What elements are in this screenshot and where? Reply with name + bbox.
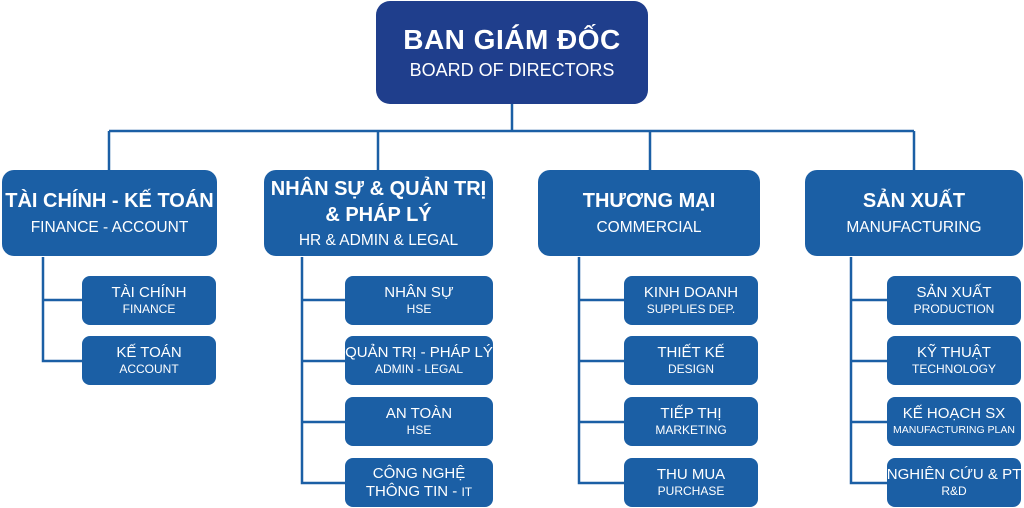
- unit-title: KINH DOANH: [643, 284, 739, 301]
- dept-subtitle: HR & ADMIN & LEGAL: [298, 231, 459, 249]
- unit-title-suffix: IT: [461, 484, 473, 499]
- unit-title: KẾ HOẠCH SX: [902, 405, 1006, 422]
- unit-finance-box: TÀI CHÍNH FINANCE: [82, 276, 216, 325]
- unit-title: KỸ THUẬT: [917, 344, 991, 361]
- unit-subtitle: PURCHASE: [657, 484, 725, 498]
- unit-purchase-box: THU MUA PURCHASE: [624, 458, 758, 507]
- unit-title: TÀI CHÍNH: [111, 284, 187, 301]
- dept-manufacturing-box: SẢN XUẤT MANUFACTURING: [805, 170, 1023, 256]
- unit-subtitle: FINANCE: [122, 302, 176, 316]
- unit-subtitle: ACCOUNT: [119, 362, 179, 376]
- unit-subtitle: PRODUCTION: [913, 302, 995, 316]
- unit-it-box: CÔNG NGHỆ THÔNG TIN - IT: [345, 458, 493, 507]
- unit-technology-box: KỸ THUẬT TECHNOLOGY: [887, 336, 1021, 385]
- unit-rnd-box: NGHIÊN CỨU & PT R&D: [887, 458, 1021, 507]
- board-of-directors-box: BAN GIÁM ĐỐC BOARD OF DIRECTORS: [376, 1, 648, 104]
- unit-title-line2: THÔNG TIN -: [365, 482, 462, 500]
- unit-subtitle: MANUFACTURING PLAN: [893, 424, 1015, 436]
- dept-title: SẢN XUẤT: [862, 190, 966, 212]
- unit-production-box: SẢN XUẤT PRODUCTION: [887, 276, 1021, 325]
- dept-subtitle: MANUFACTURING: [846, 219, 982, 236]
- dept-title: THƯƠNG MẠI: [582, 190, 716, 212]
- unit-subtitle: TECHNOLOGY: [911, 362, 996, 376]
- unit-safety-box: AN TOÀN HSE: [345, 397, 493, 446]
- unit-title: THU MUA: [656, 466, 726, 483]
- unit-subtitle: R&D: [941, 484, 967, 498]
- dept-title-line1: NHÂN SỰ & QUẢN TRỊ: [270, 177, 487, 200]
- unit-marketing-box: TIẾP THỊ MARKETING: [624, 397, 758, 446]
- unit-subtitle: ADMIN - LEGAL: [374, 362, 464, 376]
- unit-subtitle: SUPPLIES DEP.: [646, 302, 736, 316]
- unit-title: AN TOÀN: [385, 405, 453, 422]
- unit-title-line2-wrap: THÔNG TIN - IT: [366, 483, 472, 501]
- unit-title: NGHIÊN CỨU & PT: [886, 466, 1022, 483]
- unit-subtitle: HSE: [406, 423, 432, 437]
- dept-commercial-box: THƯƠNG MẠI COMMERCIAL: [538, 170, 760, 256]
- unit-subtitle: DESIGN: [667, 362, 714, 376]
- dept-title-line2: & PHÁP LÝ: [325, 203, 432, 226]
- unit-design-box: THIẾT KẾ DESIGN: [624, 336, 758, 385]
- unit-title: TIẾP THỊ: [660, 405, 722, 422]
- unit-sales-box: KINH DOANH SUPPLIES DEP.: [624, 276, 758, 325]
- unit-title-line1: CÔNG NGHỆ: [372, 464, 466, 482]
- unit-admin-legal-box: QUẢN TRỊ - PHÁP LÝ ADMIN - LEGAL: [345, 336, 493, 385]
- unit-account-box: KẾ TOÁN ACCOUNT: [82, 336, 216, 385]
- dept-finance-account-box: TÀI CHÍNH - KẾ TOÁN FINANCE - ACCOUNT: [2, 170, 217, 256]
- dept-subtitle: COMMERCIAL: [596, 219, 702, 236]
- dept-subtitle: FINANCE - ACCOUNT: [30, 219, 189, 236]
- unit-title: NHÂN SỰ: [384, 284, 454, 301]
- dept-hr-admin-legal-box: NHÂN SỰ & QUẢN TRỊ & PHÁP LÝ HR & ADMIN …: [264, 170, 493, 256]
- root-title: BAN GIÁM ĐỐC: [403, 23, 621, 55]
- unit-title: THIẾT KẾ: [657, 344, 725, 361]
- unit-hr-box: NHÂN SỰ HSE: [345, 276, 493, 325]
- unit-subtitle: MARKETING: [655, 423, 727, 437]
- unit-title: QUẢN TRỊ - PHÁP LÝ: [345, 344, 493, 361]
- unit-title: KẾ TOÁN: [116, 344, 182, 361]
- unit-manufacturing-plan-box: KẾ HOẠCH SX MANUFACTURING PLAN: [887, 397, 1021, 446]
- unit-title: SẢN XUẤT: [916, 284, 992, 301]
- dept-title: TÀI CHÍNH - KẾ TOÁN: [5, 190, 214, 212]
- root-subtitle: BOARD OF DIRECTORS: [409, 59, 615, 80]
- unit-subtitle: HSE: [406, 302, 432, 316]
